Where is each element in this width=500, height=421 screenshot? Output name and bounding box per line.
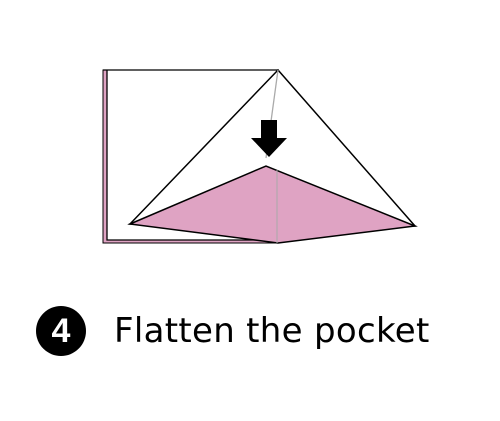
step-caption: 4 Flatten the pocket — [36, 306, 430, 356]
pocket-shape — [127, 165, 418, 244]
arrow-down-icon — [251, 120, 287, 157]
step-number-badge: 4 — [36, 306, 86, 356]
step-instruction: Flatten the pocket — [114, 311, 430, 351]
